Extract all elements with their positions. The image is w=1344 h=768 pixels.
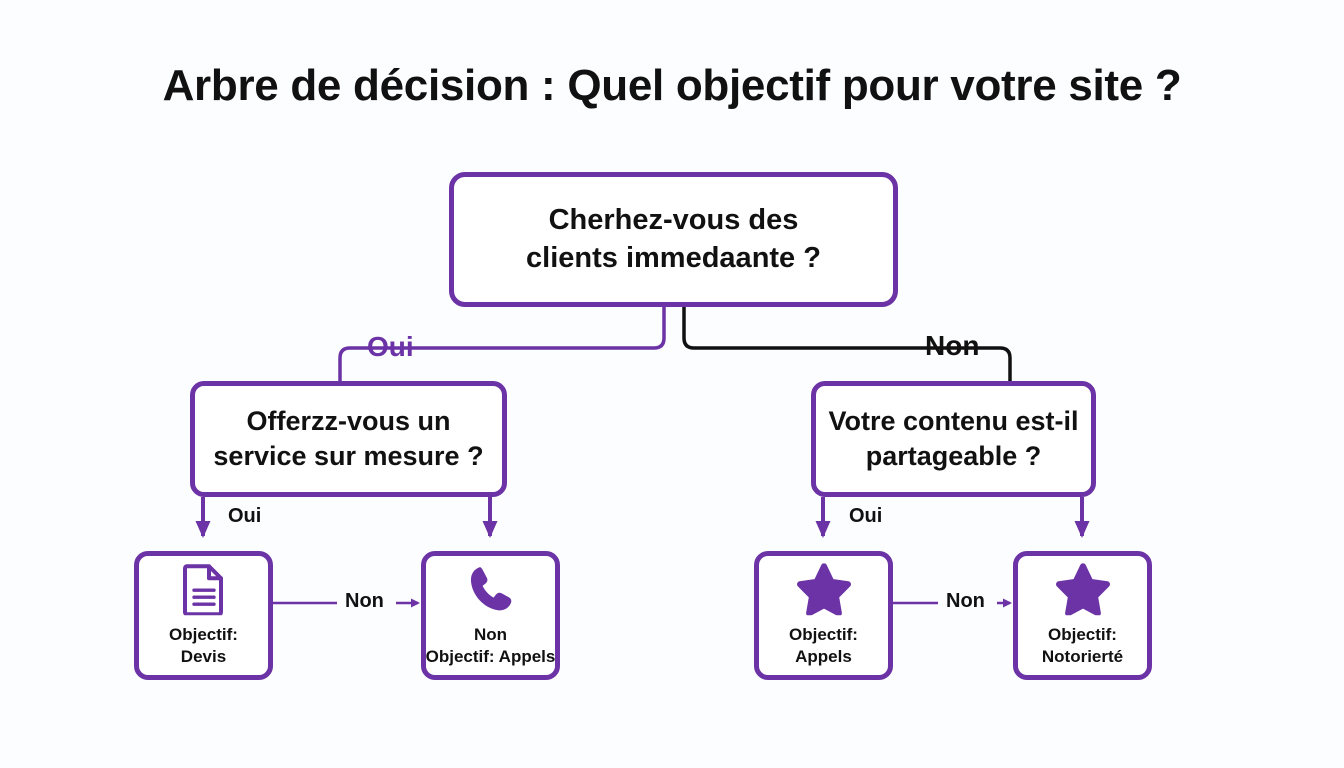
star-icon [1055, 562, 1110, 616]
leaf-objectif-notoriete-content: Objectif: Notorierté [953, 562, 1213, 670]
leaf-objectif-appels-right[interactable]: Objectif: Appels [754, 551, 893, 680]
leaf-objectif-appels-left[interactable]: Non Objectif: Appels [421, 551, 560, 680]
edge-root-to-right [682, 307, 1012, 381]
node-root-label: Cherhez-vous des clients immedaante ? [526, 204, 821, 274]
document-icon [182, 562, 226, 616]
edge-label-root-yes: Oui [367, 331, 414, 362]
node-contenu-partageable-label: Votre contenu est-il partageable ? [828, 406, 1079, 471]
leaf-objectif-notoriete[interactable]: Objectif: Notorierté [1013, 551, 1152, 680]
leaf-objectif-notoriete-label: Objectif: Notorierté [1041, 624, 1124, 667]
node-contenu-partageable[interactable]: Votre contenu est-il partageable ? [811, 381, 1096, 497]
edge-label-left-no: Non [345, 590, 384, 612]
leaf-objectif-devis-content: Objectif: Devis [74, 562, 334, 670]
leaf-objectif-appels-right-label: Objectif: Appels [789, 624, 858, 667]
edge-label-left-yes: Oui [228, 505, 262, 527]
edge-label-right-yes: Oui [849, 505, 883, 527]
leaf-objectif-appels-left-label: Non Objectif: Appels [425, 624, 556, 667]
page-title: Arbre de décision : Quel objectif pour v… [162, 61, 1182, 110]
edge-label-root-no: Non [925, 330, 980, 361]
node-root[interactable]: Cherhez-vous des clients immedaante ? [449, 172, 898, 307]
node-service-sur-mesure-label: Offerzz-vous un service sur mesure ? [213, 406, 484, 471]
star-icon [796, 562, 851, 616]
node-service-sur-mesure[interactable]: Offerzz-vous un service sur mesure ? [190, 381, 507, 497]
leaf-objectif-devis-label: Objectif: Devis [169, 624, 238, 667]
leaf-objectif-appels-right-content: Objectif: Appels [694, 562, 954, 670]
leaf-objectif-appels-left-content: Non Objectif: Appels [361, 562, 621, 670]
edge-root-to-left [338, 307, 666, 381]
phone-icon [466, 562, 516, 616]
edge-label-right-no: Non [946, 590, 985, 612]
leaf-objectif-devis[interactable]: Objectif: Devis [134, 551, 273, 680]
